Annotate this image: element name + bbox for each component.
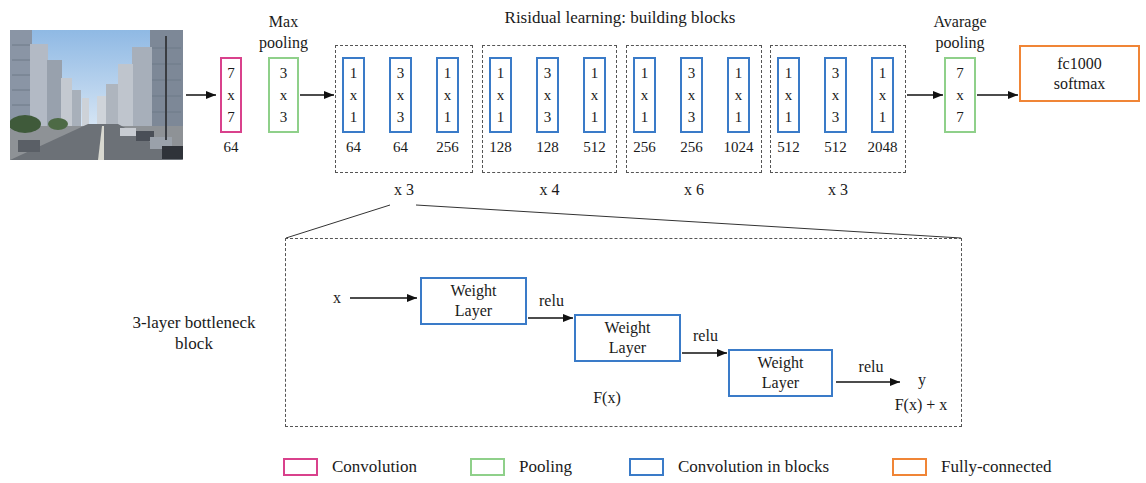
kernel-size: 1 x 1 [877, 62, 889, 128]
channel-count: 512 [824, 138, 847, 156]
fully-connected-box: fc1000 softmax [1019, 45, 1140, 102]
activation-label: relu [859, 358, 884, 376]
legend-text: Convolution [332, 457, 417, 477]
zoom-leader-line [416, 205, 961, 238]
kernel-size: 1 x 1 [733, 62, 745, 128]
channel-count: 64 [346, 138, 361, 156]
block-conv-box: 1 x 1256 [633, 57, 656, 133]
block-conv-box: 1 x 164 [342, 57, 365, 133]
block-conv-box: 3 x 3256 [680, 57, 703, 133]
output-arrow [836, 381, 900, 383]
zoom-leader-line [286, 205, 390, 238]
box-text: fc1000 softmax [1044, 54, 1116, 94]
block-conv-box: 1 x 12048 [871, 57, 894, 133]
convolution-box: 7 x 764 [220, 57, 242, 133]
connector-arrow [977, 94, 1018, 96]
legend-swatch [470, 458, 505, 476]
activation-label: relu [692, 327, 719, 345]
kernel-size: 1 x 1 [783, 62, 795, 128]
legend-swatch [283, 458, 318, 476]
kernel-size: 7 x 7 [225, 62, 237, 128]
legend-item: Convolution in blocks [629, 457, 829, 477]
block-conv-box: 1 x 1128 [489, 57, 512, 133]
channel-count: 512 [777, 138, 800, 156]
panel-heading: 3-layer bottleneck block [132, 312, 256, 354]
kernel-size: 1 x 1 [495, 62, 507, 128]
function-label: F(x) + x [895, 396, 948, 414]
box-text: Weight Layer [749, 353, 813, 393]
kernel-size: 3 x 3 [278, 62, 290, 128]
box-text: Weight Layer [596, 318, 660, 358]
channel-count: 64 [224, 138, 239, 156]
function-label: F(x) [593, 389, 621, 407]
connector-arrow [300, 94, 334, 96]
kernel-size: 3 x 3 [686, 62, 698, 128]
connector-arrow [528, 317, 573, 319]
kernel-size: 3 x 3 [542, 62, 554, 128]
channel-count: 64 [393, 138, 408, 156]
input-symbol: x [333, 289, 341, 307]
repeat-count: x 3 [394, 181, 414, 199]
kernel-size: 3 x 3 [830, 62, 842, 128]
legend-item: Convolution [283, 457, 417, 477]
layer-heading: Avarage pooling [924, 11, 996, 53]
channel-count: 128 [536, 138, 559, 156]
repeat-count: x 3 [828, 181, 848, 199]
legend-item: Fully-connected [892, 457, 1051, 477]
channel-count: 2048 [868, 138, 898, 156]
street-photo [10, 30, 183, 160]
weight-layer-box: Weight Layer [574, 314, 681, 362]
channel-count: 128 [489, 138, 512, 156]
activation-label: relu [538, 292, 565, 310]
kernel-size: 3 x 3 [395, 62, 407, 128]
block-group: x 41 x 11283 x 31281 x 1512 [482, 45, 617, 173]
block-conv-box: 1 x 1512 [583, 57, 606, 133]
block-group: x 31 x 1643 x 3641 x 1256 [335, 45, 473, 173]
kernel-size: 1 x 1 [348, 62, 360, 128]
input-arrow [186, 94, 216, 96]
box-text: Weight Layer [442, 281, 506, 321]
kernel-size: 1 x 1 [589, 62, 601, 128]
input-arrow [350, 297, 417, 299]
kernel-size: 1 x 1 [442, 62, 454, 128]
block-conv-box: 1 x 11024 [727, 57, 750, 133]
output-symbol: y [918, 371, 926, 389]
block-group: x 31 x 15123 x 35121 x 12048 [770, 45, 906, 173]
channel-count: 512 [583, 138, 606, 156]
layer-heading: Max pooling [248, 11, 320, 53]
channel-count: 256 [633, 138, 656, 156]
pooling-box: Max pooling3 x 3 [268, 57, 299, 133]
legend-text: Fully-connected [941, 457, 1051, 477]
legend-item: Pooling [470, 457, 572, 477]
channel-count: 1024 [724, 138, 754, 156]
connector-arrow [907, 94, 943, 96]
block-conv-box: 3 x 3128 [536, 57, 559, 133]
legend-text: Pooling [519, 457, 572, 477]
weight-layer-box: Weight Layer [420, 277, 527, 325]
block-conv-box: 1 x 1256 [436, 57, 459, 133]
weight-layer-box: Weight Layer [728, 349, 833, 397]
block-conv-box: 3 x 364 [389, 57, 412, 133]
block-conv-box: 1 x 1512 [777, 57, 800, 133]
repeat-count: x 4 [540, 181, 560, 199]
legend-text: Convolution in blocks [678, 457, 829, 477]
kernel-size: 7 x 7 [954, 62, 966, 128]
pooling-box: Avarage pooling7 x 7 [944, 57, 976, 133]
block-group: x 61 x 12563 x 32561 x 11024 [626, 45, 762, 173]
channel-count: 256 [436, 138, 459, 156]
legend-swatch [629, 458, 664, 476]
kernel-size: 1 x 1 [639, 62, 651, 128]
repeat-count: x 6 [684, 181, 704, 199]
bottleneck-panel: 3-layer bottleneck blockWeight LayerWeig… [285, 238, 962, 427]
section-title: Risidual learning: building blocks [505, 9, 736, 27]
channel-count: 256 [680, 138, 703, 156]
legend-swatch [892, 458, 927, 476]
block-conv-box: 3 x 3512 [824, 57, 847, 133]
connector-arrow [682, 352, 727, 354]
